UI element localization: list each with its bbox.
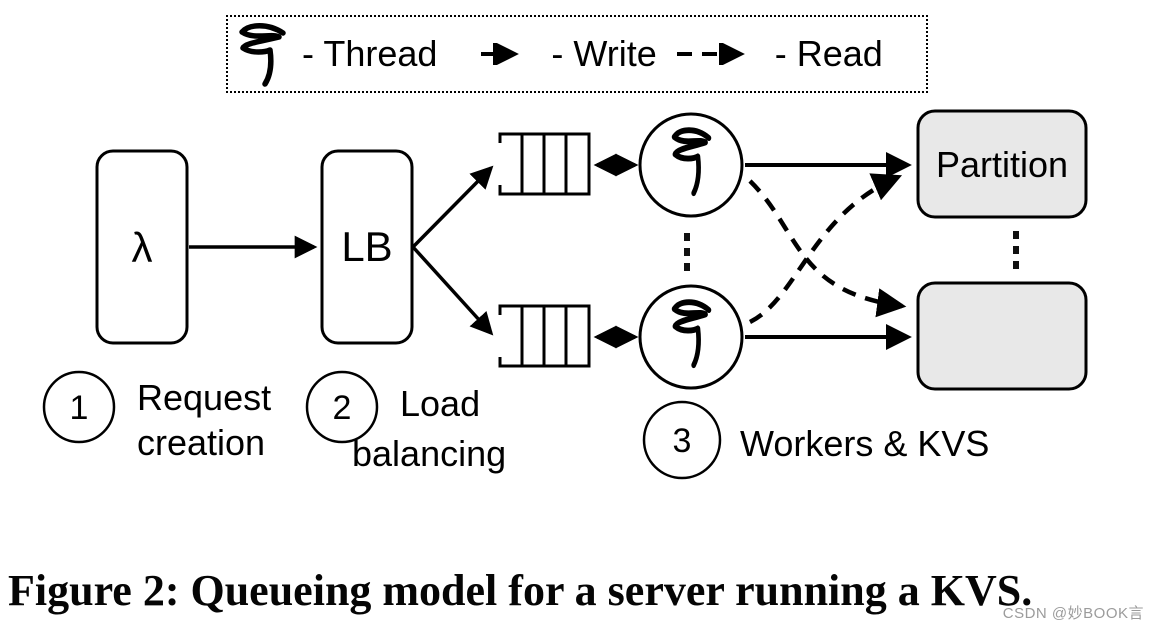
partitions-ellipsis-icon <box>1013 231 1019 269</box>
step3-badge <box>642 400 722 480</box>
step1-number: 1 <box>70 389 89 427</box>
step1-badge <box>42 370 116 444</box>
arrow-lb-to-queue2 <box>411 245 494 336</box>
watermark-text: CSDN @妙BOOK言 <box>1002 605 1144 622</box>
step1-label-line1: Request <box>137 377 271 418</box>
read-arrow-worker1-partition2 <box>748 179 907 318</box>
partition1-label: Partition <box>936 144 1068 185</box>
step2-badge <box>305 370 379 444</box>
partition2-node <box>916 281 1088 391</box>
step2-label-line2: balancing <box>352 433 506 474</box>
legend-write-label: - Write <box>551 33 657 74</box>
worker2-circle <box>638 284 744 390</box>
read-arrow-icon <box>676 43 745 65</box>
write-arrow-icon <box>481 43 520 65</box>
queue1-icon <box>498 132 591 196</box>
read-arrow-worker2-partition1 <box>748 173 903 325</box>
thread-icon <box>239 23 286 87</box>
step3-label: Workers & KVS <box>740 423 989 464</box>
workers-ellipsis-icon <box>684 233 690 271</box>
step1-label-line2: creation <box>137 422 265 463</box>
load-balancer-node <box>320 149 414 345</box>
figure-caption: Figure 2: Queueing model for a server ru… <box>8 566 1033 615</box>
arrow-lb-to-queue1 <box>411 165 494 249</box>
step2-label-line1: Load <box>400 383 480 424</box>
lambda-label: λ <box>132 224 153 271</box>
queue2-icon <box>498 304 591 368</box>
step2-number: 2 <box>333 389 352 427</box>
partition1-node <box>916 109 1088 219</box>
worker2-thread-icon <box>671 299 712 369</box>
step3-number: 3 <box>673 422 692 460</box>
worker1-thread-icon <box>671 127 712 197</box>
legend-read-label: - Read <box>774 33 883 74</box>
legend-box: - Thread - Write - Read <box>226 15 928 93</box>
lb-label: LB <box>341 223 392 270</box>
lambda-node <box>95 149 189 345</box>
worker1-circle <box>638 112 744 218</box>
legend-thread-label: - Thread <box>302 33 438 74</box>
